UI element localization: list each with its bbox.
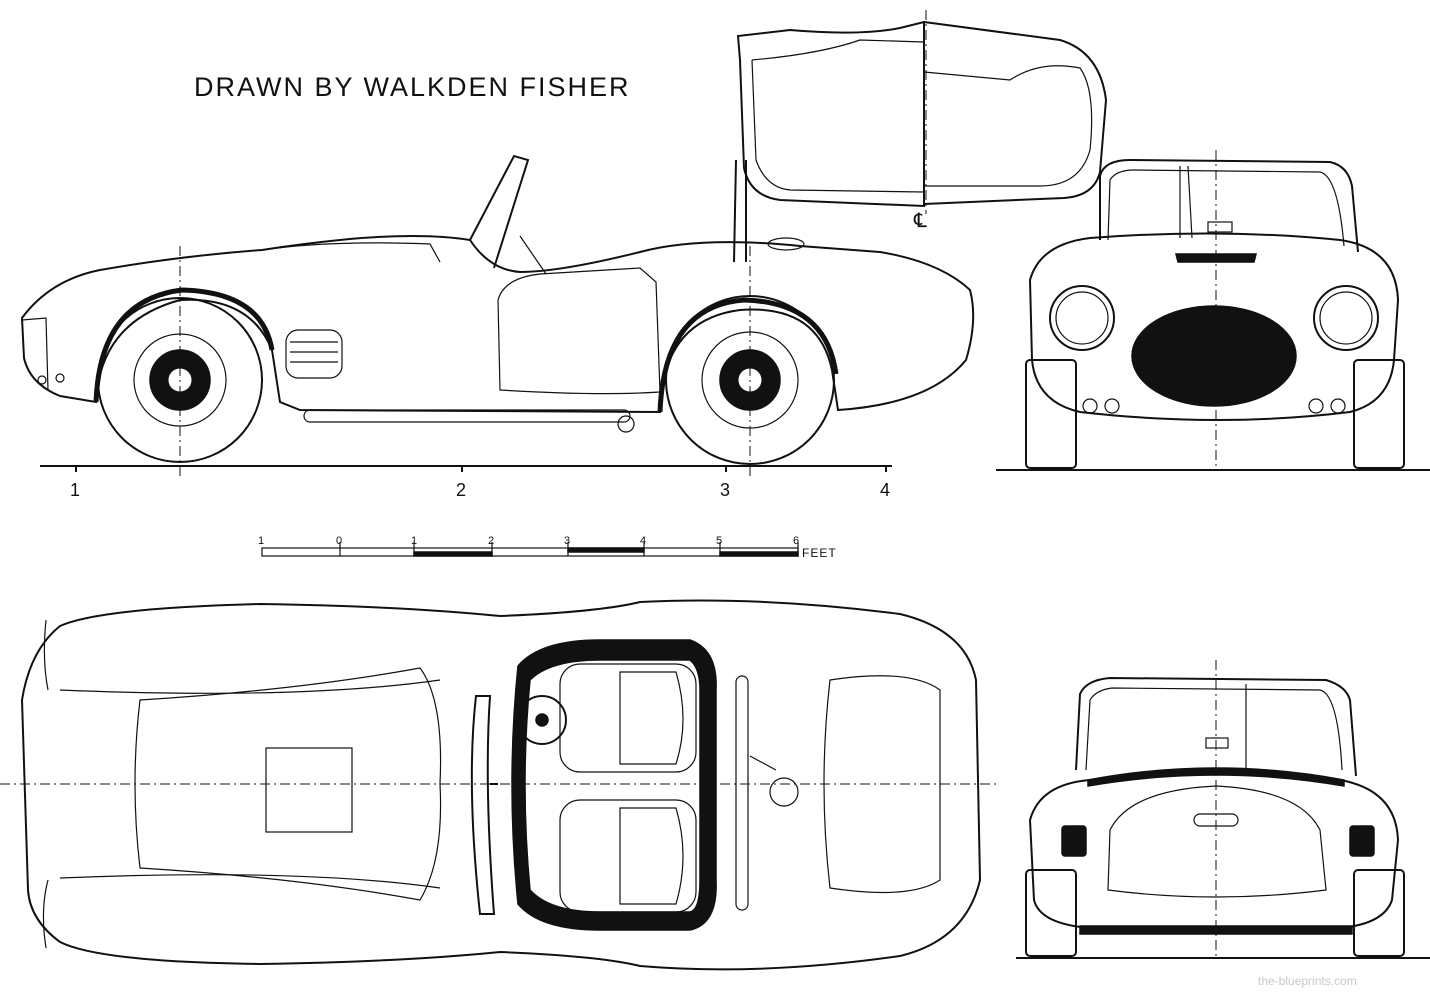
right-headlight [1313, 285, 1379, 351]
windscreen-frame-outer [736, 20, 925, 208]
top-body-outline [20, 599, 982, 971]
front-arch [93, 287, 275, 403]
watermark: the-blueprints.com [1258, 974, 1357, 988]
right-tail-light [1349, 825, 1375, 857]
side-windscreen [469, 154, 530, 269]
side-door [497, 267, 661, 395]
side-exhaust [303, 409, 631, 423]
fuel-filler [769, 777, 799, 807]
front-grille [1131, 305, 1297, 407]
scale-label-0: 0 [336, 535, 343, 547]
driver-seat [559, 663, 697, 773]
side-roll-bar [733, 159, 747, 263]
scale-label-1: 1 [411, 535, 418, 547]
scale-bar-frame [261, 547, 799, 557]
scale-unit-label: FEET [802, 546, 837, 560]
top-bonnet [134, 667, 442, 901]
bonnet-scoop [261, 242, 441, 263]
rear-right-tyre [1353, 869, 1405, 957]
side-ruler-label-3: 3 [720, 480, 731, 500]
scale-label-2: 2 [488, 535, 495, 547]
side-body-outline [20, 235, 975, 414]
front-screen-frame [1099, 158, 1359, 253]
scale-bar [261, 542, 799, 557]
top-bonnet-scoop [265, 747, 353, 833]
scale-label-4: 4 [640, 535, 647, 547]
passenger-seat [559, 799, 697, 913]
top-steering-wheel [517, 695, 567, 745]
top-roll-bar [735, 675, 749, 911]
side-vent [285, 329, 343, 379]
side-ruler-label-2: 2 [456, 480, 467, 500]
windscreen-view [736, 10, 1108, 214]
scale-label-6: 6 [793, 535, 800, 547]
front-bumper [21, 317, 49, 391]
rear-view [1016, 660, 1430, 959]
rear-screen-frame [1075, 676, 1357, 777]
scale-label-5: 5 [716, 535, 723, 547]
side-view [20, 154, 975, 480]
front-view [996, 150, 1430, 471]
left-tail-light [1061, 825, 1087, 857]
centerline-symbol: ℄ [914, 210, 927, 232]
top-boot-lid [823, 675, 941, 894]
left-headlight [1049, 285, 1115, 351]
top-view [0, 599, 996, 971]
front-left-tyre [1025, 359, 1077, 469]
front-right-tyre [1353, 359, 1405, 469]
drawing-credit: DRAWN BY WALKDEN FISHER [194, 72, 631, 102]
scale-label-minus1: 1 [258, 535, 265, 547]
scale-label-3: 3 [564, 535, 571, 547]
side-steering-wheel [519, 235, 547, 275]
side-ruler-label-4: 4 [880, 480, 891, 500]
side-ruler-label-1: 1 [70, 480, 81, 500]
rear-left-tyre [1025, 869, 1077, 957]
rear-boot-panel [1107, 785, 1327, 898]
top-windscreen [470, 695, 496, 915]
front-mirror [1207, 221, 1233, 233]
